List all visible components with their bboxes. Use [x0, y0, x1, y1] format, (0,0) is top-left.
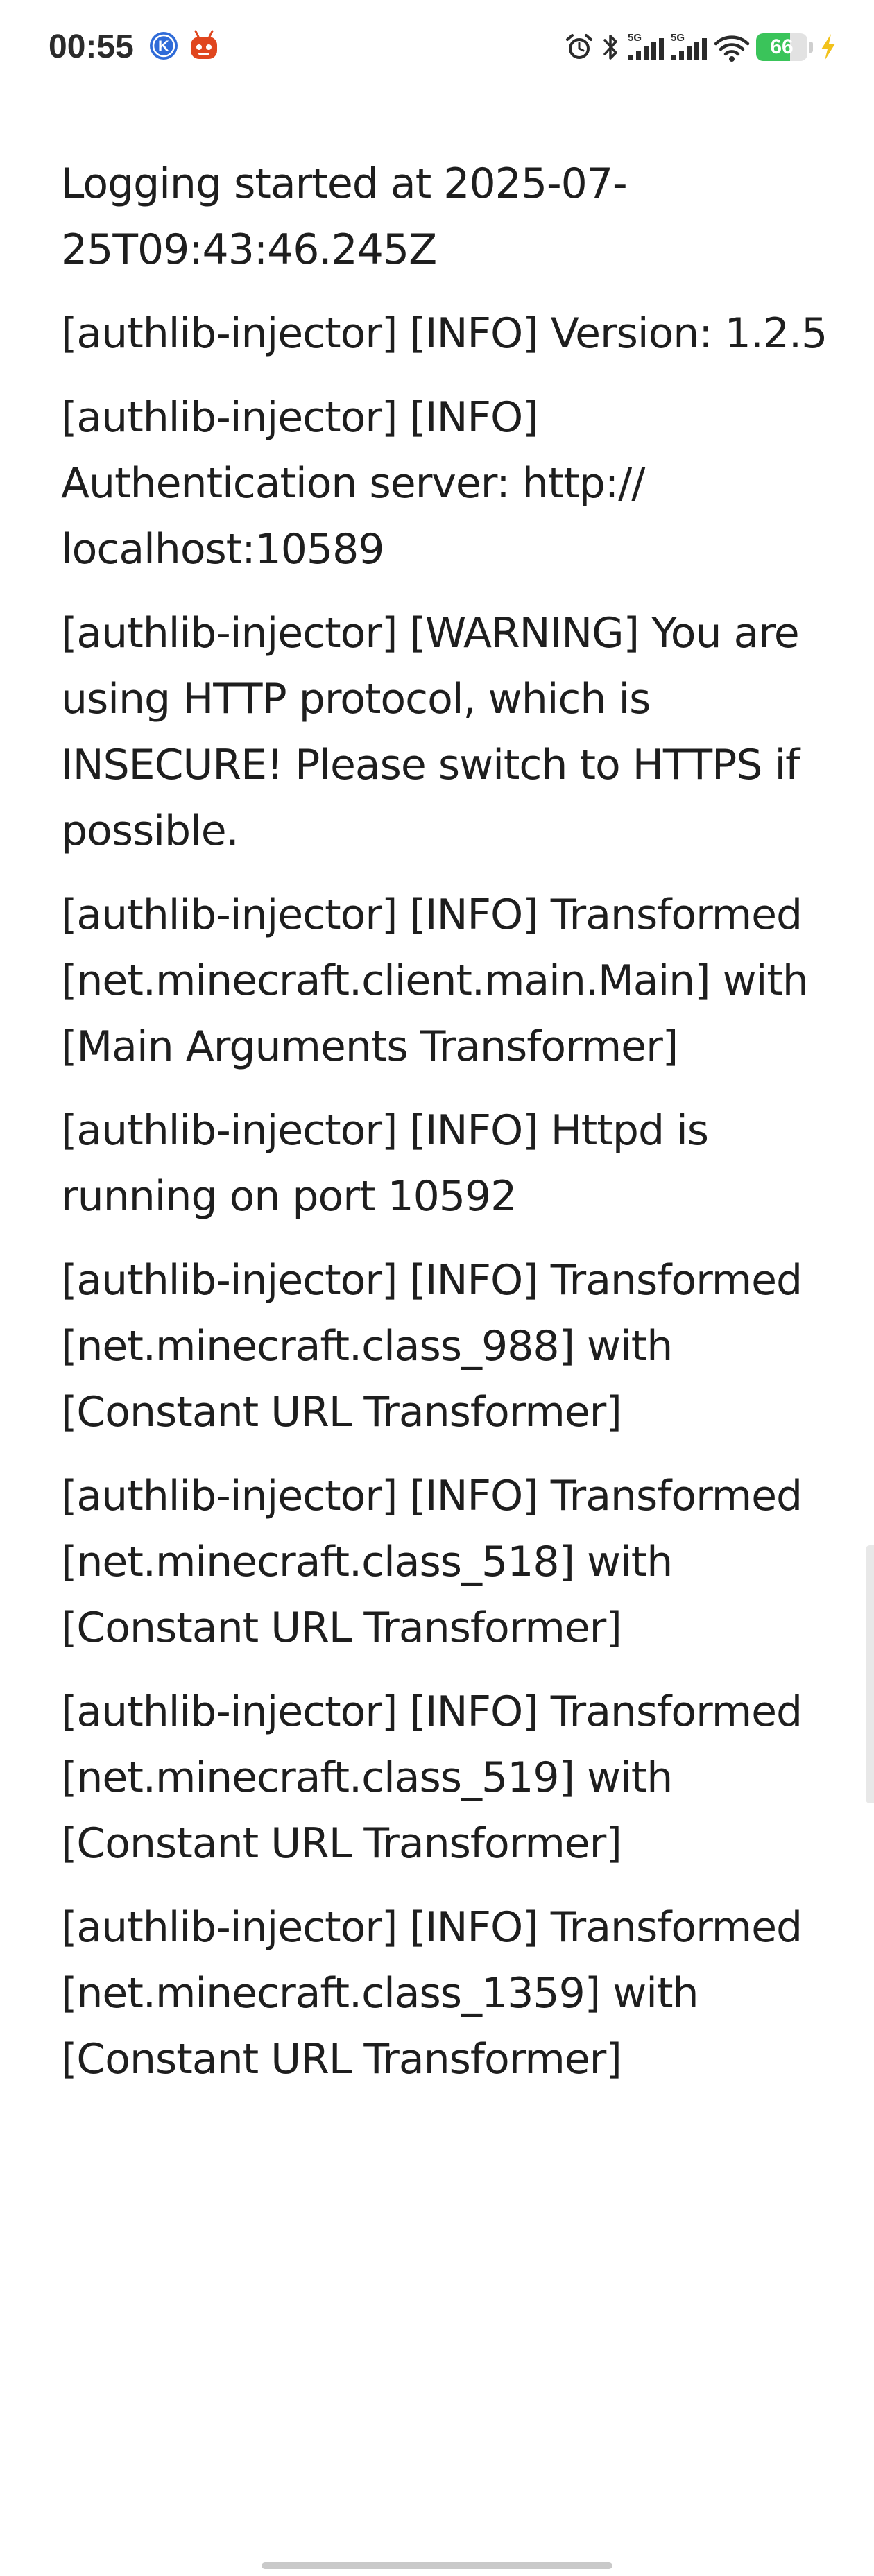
log-line: [authlib-injector] [INFO] Httpd is runni… [61, 1106, 709, 1221]
log-line: [authlib-injector] [INFO] Authentication… [61, 393, 646, 574]
battery-level-text: 66 [770, 35, 794, 58]
log-line: [authlib-injector] [INFO] Transformed [n… [61, 1256, 803, 1436]
scrollbar[interactable] [866, 1545, 874, 1803]
log-content: Logging started at 2025-07-25T09:43:46.2… [61, 151, 831, 2111]
net-label-2: 5G [671, 32, 685, 44]
notification-icons: K [148, 28, 221, 67]
home-gesture-bar[interactable] [262, 2562, 612, 2569]
robot-app-icon [187, 30, 221, 65]
signal-5g-icon: 5G [670, 31, 708, 63]
log-line: [authlib-injector] [INFO] Version: 1.2.5 [61, 309, 828, 358]
status-time: 00:55 [49, 28, 134, 65]
status-bar: 00:55 K [0, 0, 874, 94]
k-app-icon: K [148, 31, 179, 64]
wifi-icon [713, 31, 751, 63]
log-line: [authlib-injector] [INFO] Transformed [n… [61, 1903, 803, 2084]
battery-fill [756, 33, 790, 61]
bluetooth-icon [601, 31, 622, 63]
svg-text:K: K [158, 37, 169, 55]
alarm-icon [563, 31, 595, 63]
charging-bolt-icon [819, 31, 838, 63]
log-line: [authlib-injector] [INFO] Transformed [n… [61, 1472, 803, 1652]
system-status-icons: 5G 5G [563, 26, 838, 68]
net-label-1: 5G [628, 32, 642, 44]
log-line: [authlib-injector] [INFO] Transformed [n… [61, 891, 809, 1071]
log-line: Logging started at 2025-07-25T09:43:46.2… [61, 160, 628, 274]
log-line: [authlib-injector] [INFO] Transformed [n… [61, 1688, 803, 1868]
log-line: [authlib-injector] [WARNING] You are usi… [61, 609, 800, 855]
signal-5g-icon: 5G [627, 31, 665, 63]
battery-icon: 66 [756, 33, 813, 61]
